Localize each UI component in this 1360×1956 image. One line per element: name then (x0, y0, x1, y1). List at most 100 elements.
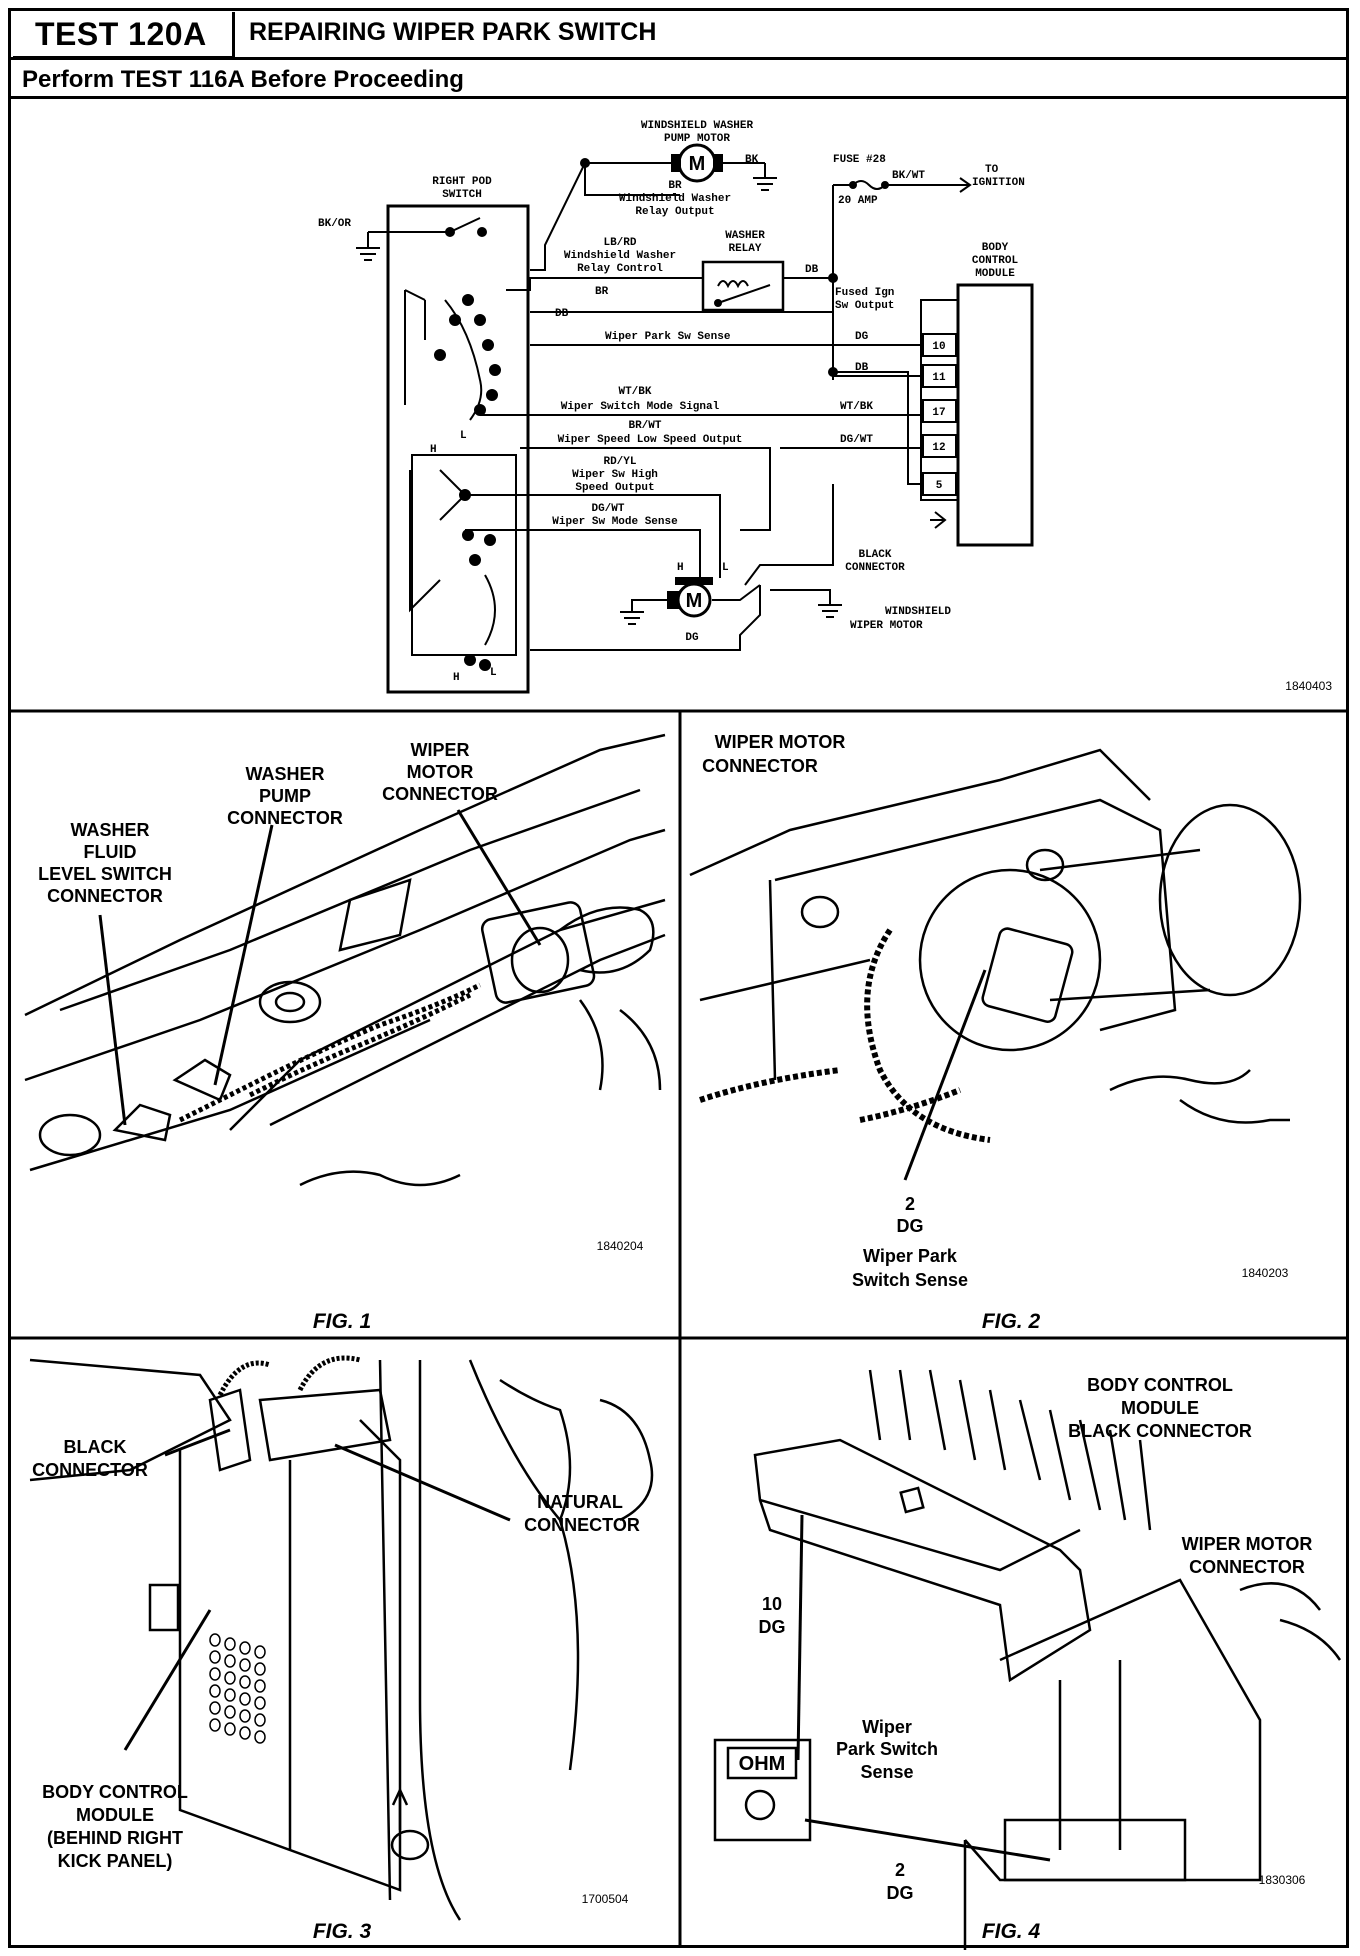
bcm-vent-dot (209, 1701, 221, 1715)
label-wiper-mode-sense: Wiper Sw Mode Sense (552, 516, 678, 528)
label-wiper-high-1: Wiper Sw High (572, 469, 658, 481)
label-wiper-low-output: Wiper Speed Low Speed Output (558, 434, 743, 446)
label-wt-bk-2: WT/BK (840, 401, 873, 413)
label-ww-relay-control-1: Windshield Washer (564, 250, 676, 262)
bcm-pin-10: 10 (932, 341, 945, 353)
fig3-label-natural-connector: CONNECTOR (524, 1515, 640, 1535)
fig4-labels: BODY CONTROL MODULE BLACK CONNECTOR WIPE… (739, 1375, 1313, 1943)
label-ignition: IGNITION (972, 177, 1025, 189)
label-ww-relay-output-2: Relay Output (635, 206, 714, 218)
label-br-2: BR (595, 286, 609, 298)
bcm-pin-5: 5 (936, 480, 943, 492)
fig4-image-number: 1830306 (1259, 1873, 1306, 1887)
fig2-labels: WIPER MOTOR CONNECTOR 2 DG Wiper Park Sw… (702, 732, 1289, 1333)
page-title: REPAIRING WIPER PARK SWITCH (249, 18, 657, 46)
fig2-label-connector: CONNECTOR (702, 756, 818, 776)
label-br-wt: BR/WT (628, 420, 661, 432)
bcm-vent-dot (209, 1633, 221, 1647)
page-subtitle: Perform TEST 116A Before Proceeding (22, 66, 464, 93)
fig3-label-bcm-3: (BEHIND RIGHT (47, 1828, 183, 1848)
bcm-vent-dot (254, 1645, 266, 1659)
bcm-vent-dot (224, 1671, 236, 1685)
fig4-caption: FIG. 4 (982, 1920, 1041, 1943)
bcm-pin-11: 11 (932, 372, 946, 384)
label-bcm-1: BODY (982, 242, 1009, 254)
fig1-caption: FIG. 1 (313, 1310, 371, 1333)
label-l-2: L (722, 562, 729, 574)
fig1-label-fluid: FLUID (84, 842, 137, 862)
fig1-illustration (24, 733, 666, 1187)
fig4-label-pin-2-dg: DG (887, 1883, 914, 1903)
pump-motor-symbol: M (689, 153, 706, 175)
schematic-image-number: 1840403 (1285, 679, 1332, 693)
fig4-label-bcm-2: MODULE (1121, 1398, 1199, 1418)
bcm-vent-dot (254, 1696, 266, 1710)
fig3-label-connector: CONNECTOR (32, 1460, 148, 1480)
fig1-label-connector-1: CONNECTOR (47, 886, 163, 906)
fig1-image-number: 1840204 (597, 1239, 644, 1253)
fig4-label-bcm-3: BLACK CONNECTOR (1068, 1421, 1252, 1441)
label-washer-pump-motor-2: PUMP MOTOR (664, 133, 730, 145)
fig4-label-sense: Sense (860, 1762, 913, 1782)
fig2-caption: FIG. 2 (982, 1310, 1041, 1333)
label-dg-wt: DG/WT (840, 434, 873, 446)
label-fuse-amp: 20 AMP (838, 195, 878, 207)
label-ww-relay-output-1: Windshield Washer (619, 193, 731, 205)
bcm-vent-dot (239, 1692, 251, 1706)
bcm-vent-dot (239, 1641, 251, 1655)
wiper-motor-symbol: M (686, 590, 703, 612)
fig4-label-wiper-connector: CONNECTOR (1189, 1557, 1305, 1577)
label-l-1: L (460, 430, 467, 442)
bcm-vent-dot (209, 1684, 221, 1698)
label-bk: BK (745, 154, 759, 166)
fig1-label-wiper-3: CONNECTOR (382, 784, 498, 804)
label-h-2: H (677, 562, 684, 574)
label-lb-rd: LB/RD (603, 237, 636, 249)
label-wiper-park-sense: Wiper Park Sw Sense (605, 331, 731, 343)
label-dg-1: DG (855, 331, 869, 343)
label-l-3: L (490, 667, 497, 679)
bcm-vent-dot (254, 1713, 266, 1727)
label-br: BR (668, 180, 682, 192)
fig4-label-park-switch: Park Switch (836, 1739, 938, 1759)
header-divider (8, 57, 1349, 60)
fig3-label-black: BLACK (64, 1437, 127, 1457)
fig2-image-number: 1840203 (1242, 1266, 1289, 1280)
panel-dividers (8, 709, 1349, 1948)
label-wt-bk: WT/BK (618, 386, 651, 398)
label-h-3: H (453, 672, 460, 684)
label-fuse: FUSE #28 (833, 154, 886, 166)
fig3-bcm-dots (209, 1633, 266, 1744)
bcm-vent-dot (224, 1722, 236, 1736)
label-wiper-mode-signal: Wiper Switch Mode Signal (561, 401, 720, 413)
label-wiper-high-2: Speed Output (575, 482, 654, 494)
right-pod-switch-box (386, 204, 530, 694)
bcm-vent-dot (209, 1650, 221, 1664)
label-black: BLACK (858, 549, 891, 561)
fig4-label-bcm-1: BODY CONTROL (1087, 1375, 1233, 1395)
fig1-label-washer-pump-2: PUMP (259, 786, 311, 806)
fig3-label-natural: NATURAL (537, 1492, 623, 1512)
fig4-illustration (713, 1369, 1342, 1950)
bcm-vent-dot (239, 1658, 251, 1672)
bcm-pin-12: 12 (932, 442, 945, 454)
fig4-label-wiper-motor: WIPER MOTOR (1182, 1534, 1313, 1554)
label-right-pod-switch-2: SWITCH (442, 189, 482, 201)
fig2-label-wiper-motor: WIPER MOTOR (715, 732, 846, 752)
fig4-label-pin-10: 10 (762, 1594, 782, 1614)
label-washer-relay-1: WASHER (725, 230, 765, 242)
fig1-label-level-switch: LEVEL SWITCH (38, 864, 172, 884)
fig2-label-pin-2: 2 (905, 1194, 915, 1214)
bcm-vent-dot (224, 1637, 236, 1651)
fig3-label-bcm-4: KICK PANEL) (58, 1851, 173, 1871)
label-bk-wt: BK/WT (892, 170, 925, 182)
bcm-vent-dot (209, 1667, 221, 1681)
fig3-image-number: 1700504 (582, 1892, 629, 1906)
fig3-label-bcm-1: BODY CONTROL (42, 1782, 188, 1802)
bcm-vent-dot (209, 1718, 221, 1732)
fig3-illustration (29, 1355, 654, 1921)
fig2-label-dg: DG (897, 1216, 924, 1236)
subtitle-divider (8, 96, 1349, 99)
label-bk-or: BK/OR (318, 218, 351, 230)
